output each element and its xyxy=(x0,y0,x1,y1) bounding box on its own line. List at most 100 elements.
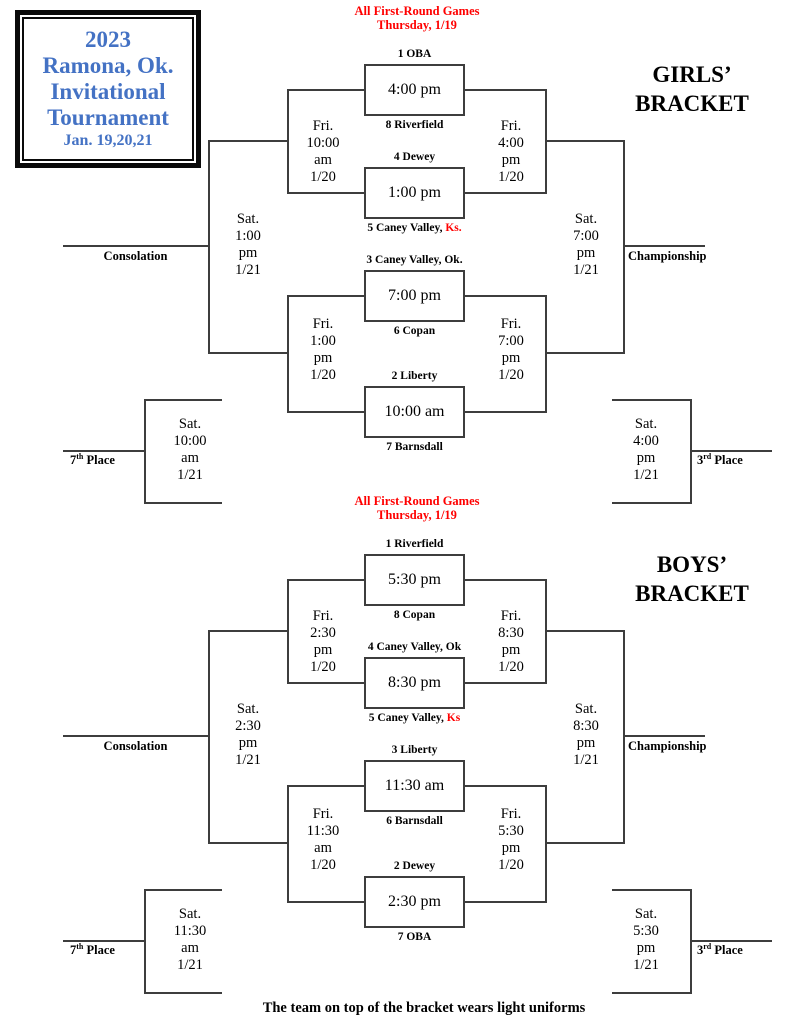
line xyxy=(464,579,547,581)
game-box: 5:30 pm xyxy=(364,554,465,606)
championship-final-time: Sat. 7:00 pm 1/21 xyxy=(573,211,599,278)
third-place-label: 3rd Place xyxy=(697,941,743,957)
line xyxy=(287,579,365,581)
tournament-name-line1: Invitational xyxy=(50,79,166,104)
line xyxy=(208,140,289,142)
line xyxy=(623,630,625,844)
team-label: 2 Dewey xyxy=(393,860,436,872)
tournament-year: 2023 xyxy=(85,27,131,52)
line xyxy=(464,411,547,413)
line xyxy=(144,992,222,994)
first-round-note: All First-Round Games Thursday, 1/19 xyxy=(354,494,480,522)
consolation-label: Consolation xyxy=(103,249,168,263)
third-place-time: Sat. 5:30 pm 1/21 xyxy=(633,906,659,973)
line xyxy=(623,140,625,354)
consolation-final-time: Sat. 1:00 pm 1/21 xyxy=(235,211,261,278)
line xyxy=(464,785,547,787)
girls-bracket: All First-Round Games Thursday, 1/19 GIR… xyxy=(63,4,772,504)
consolation-final-time: Sat. 2:30 pm 1/21 xyxy=(235,701,261,768)
winners-semi-bottom-time: Fri. 5:30 pm 1/20 xyxy=(498,806,524,873)
seventh-place-line xyxy=(63,450,146,452)
game-box: 1:00 pm xyxy=(364,167,465,219)
team-label: 7 OBA xyxy=(397,931,432,943)
girls-bracket-title: GIRLS’ BRACKET xyxy=(635,62,749,116)
game-box: 8:30 pm xyxy=(364,657,465,709)
line xyxy=(287,295,365,297)
championship-label: Championship xyxy=(628,249,707,263)
seventh-place-time: Sat. 10:00 am 1/21 xyxy=(173,416,207,483)
third-place-line xyxy=(690,940,772,942)
team-label: 8 Riverfield xyxy=(385,119,444,131)
winners-semi-top-time: Fri. 8:30 pm 1/20 xyxy=(498,608,524,675)
consolation-line xyxy=(63,735,210,737)
seventh-place-label: 7th Place xyxy=(70,451,115,467)
team-label: 4 Dewey xyxy=(393,151,436,163)
boys-bracket-title: BOYS’ BRACKET xyxy=(635,552,749,606)
boys-bracket: All First-Round Games Thursday, 1/19 BOY… xyxy=(0,490,788,1002)
line xyxy=(287,89,365,91)
line xyxy=(464,89,547,91)
game-box: 4:00 pm xyxy=(364,64,465,116)
team-label: 8 Copan xyxy=(393,609,436,621)
uniform-note: The team on top of the bracket wears lig… xyxy=(262,1000,586,1016)
game-time: 5:30 pm xyxy=(388,571,441,588)
seventh-place-label: 7th Place xyxy=(70,941,115,957)
third-place-label: 3rd Place xyxy=(697,451,743,467)
consolation-semi-bottom-time: Fri. 11:30 am 1/20 xyxy=(306,806,340,873)
seventh-place-time: Sat. 11:30 am 1/21 xyxy=(173,906,207,973)
championship-final-time: Sat. 8:30 pm 1/21 xyxy=(573,701,599,768)
game-time: 10:00 am xyxy=(384,403,445,420)
line xyxy=(545,295,547,413)
tournament-title-inner: 2023 Ramona, Ok. Invitational Tournament… xyxy=(22,17,194,161)
team-label: 4 Caney Valley, Ok xyxy=(367,641,462,653)
game-box: 11:30 am xyxy=(364,760,465,812)
game-time: 4:00 pm xyxy=(388,81,441,98)
consolation-line xyxy=(63,245,210,247)
line xyxy=(144,889,222,891)
line xyxy=(545,352,625,354)
line xyxy=(612,502,692,504)
third-place-time: Sat. 4:00 pm 1/21 xyxy=(633,416,659,483)
team-label: 2 Liberty xyxy=(391,370,438,382)
tournament-name-line2: Tournament xyxy=(47,105,169,130)
game-box: 10:00 am xyxy=(364,386,465,438)
tournament-city: Ramona, Ok. xyxy=(42,53,174,78)
team-label: 3 Liberty xyxy=(391,744,438,756)
team-label: 7 Barnsdall xyxy=(386,441,443,453)
game-time: 2:30 pm xyxy=(388,893,441,910)
line xyxy=(545,140,625,142)
line xyxy=(287,192,365,194)
tournament-title-box: 2023 Ramona, Ok. Invitational Tournament… xyxy=(15,10,201,168)
line xyxy=(208,630,289,632)
line xyxy=(612,889,692,891)
line xyxy=(287,295,289,413)
championship-label: Championship xyxy=(628,739,707,753)
team-label: 6 Barnsdall xyxy=(386,815,443,827)
line xyxy=(144,502,222,504)
line xyxy=(208,352,289,354)
game-time: 11:30 am xyxy=(384,777,445,794)
team-label: 1 OBA xyxy=(397,48,432,60)
game-box: 2:30 pm xyxy=(364,876,465,928)
winners-semi-top-time: Fri. 4:00 pm 1/20 xyxy=(498,118,524,185)
line xyxy=(464,682,547,684)
line xyxy=(464,901,547,903)
line xyxy=(208,842,289,844)
consolation-semi-top-time: Fri. 10:00 am 1/20 xyxy=(306,118,340,185)
line xyxy=(287,682,365,684)
game-time: 1:00 pm xyxy=(388,184,441,201)
line xyxy=(287,785,289,903)
line xyxy=(464,295,547,297)
line xyxy=(612,399,692,401)
game-time: 7:00 pm xyxy=(388,287,441,304)
third-place-line xyxy=(690,450,772,452)
consolation-semi-top-time: Fri. 2:30 pm 1/20 xyxy=(310,608,336,675)
consolation-label: Consolation xyxy=(103,739,168,753)
consolation-semi-bottom-time: Fri. 1:00 pm 1/20 xyxy=(310,316,336,383)
team-label: 1 Riverfield xyxy=(385,538,444,550)
team-label: 3 Caney Valley, Ok. xyxy=(366,254,463,266)
game-box: 7:00 pm xyxy=(364,270,465,322)
team-label: 5 Caney Valley, Ks. xyxy=(367,222,462,234)
line xyxy=(144,399,222,401)
